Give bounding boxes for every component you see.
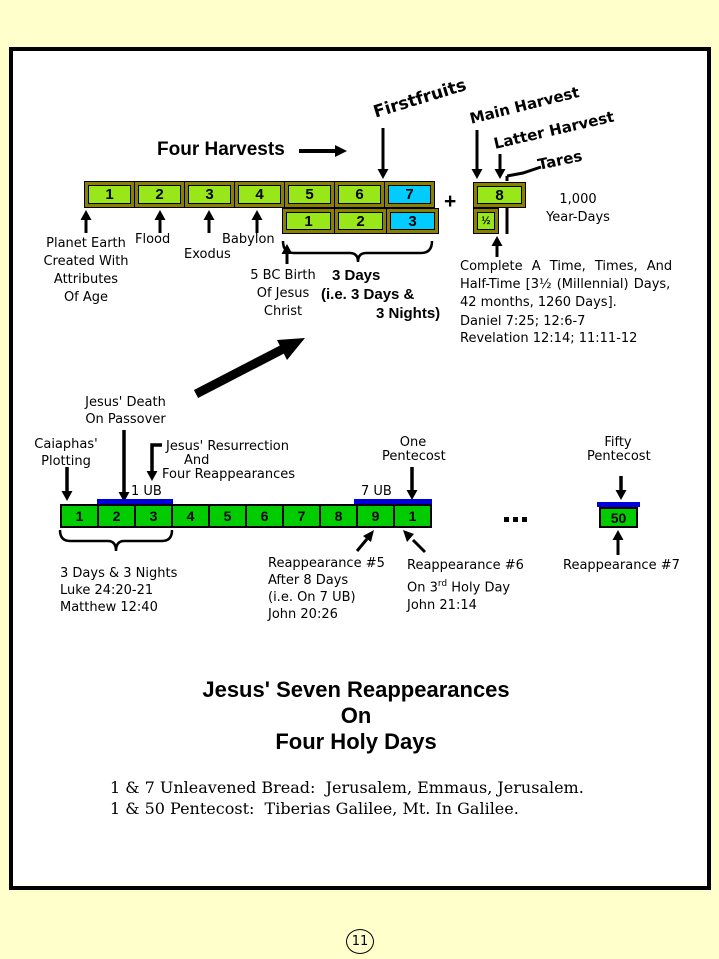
flood-label: Flood [135,232,171,247]
day-cell-fifty: 50 [599,507,638,528]
day-cell: 5 [208,504,247,528]
resurrection-label: Four Reappearances [162,467,296,482]
diagram-canvas [9,47,711,890]
harvest-cell: 4 [234,181,285,208]
ub7-label: 7 UB [361,484,392,499]
harvest-cell: 5 [284,181,335,208]
harvest-cell-8: 8 [473,182,526,208]
three-days-label: (i.e. 3 Days & [321,286,415,303]
day-cell: 1 [393,504,432,528]
day-cell: 2 [97,504,136,528]
day-cell: 8 [319,504,358,528]
day-cell: 3 [134,504,173,528]
three-days-label: 3 Days [332,267,381,284]
complete-time-text: Complete A Time, Times, And Half-Time [3… [460,259,673,310]
exodus-label: Exodus [184,247,231,262]
reappearance-5-note: Reappearance #5 After 8 Days (i.e. On 7 … [268,556,385,622]
three-days-label: 3 Nights) [376,305,441,322]
harvest-cell: 3 [184,181,235,208]
scripture-refs: Daniel 7:25; 12:6-7 Revelation 12:14; 11… [460,314,638,346]
planet-earth-label: Planet Earth Created With Attributes Of … [43,236,129,305]
resurrection-label: Jesus' Resurrection [166,439,290,454]
harvest-subcell: 1 [282,208,335,234]
birth-label: 5 BC Birth Of Jesus Christ [250,268,316,319]
day-cell: 9 [356,504,395,528]
holy-day-marker [354,499,432,504]
day-cell: 7 [282,504,321,528]
holy-day-marker [97,499,173,504]
one-pentecost-label: One Pentecost [382,435,446,464]
three-days-nights-note: 3 Days & 3 Nights Luke 24:20-21 Matthew … [60,566,178,615]
resurrection-label: And [184,453,210,468]
harvest-cell: 6 [334,181,385,208]
babylon-label: Babylon [222,232,275,247]
main-title: Jesus' Seven Reappearances On Four Holy … [202,677,510,754]
summary-line: 1 & 50 Pentecost: Tiberias Galilee, Mt. … [110,799,519,818]
ub1-label: 1 UB [131,484,162,499]
year-days-label: 1,000 Year-Days [546,192,610,225]
harvest-cell: 1 [84,181,135,208]
jesus-death-label: Jesus' Death On Passover [85,395,166,427]
fifty-pentecost-label: Fifty Pentecost [587,435,651,464]
harvest-subcell: 2 [334,208,387,234]
day-cell: 4 [171,504,210,528]
harvest-cell-firstfruits: 7 [384,181,435,208]
four-harvests-heading: Four Harvests [157,139,285,160]
reappearance-7-note: Reappearance #7 [563,558,680,573]
harvest-cell-half: ½ [473,208,499,234]
caiaphas-label: Caiaphas' Plotting [34,437,98,469]
holy-day-marker [597,502,640,507]
plus-sign: + [444,190,457,213]
reappearance-6-note: Reappearance #6 On 3rd Holy Day John 21:… [407,558,524,614]
summary-line: 1 & 7 Unleavened Bread: Jerusalem, Emmau… [110,778,584,797]
harvest-cell: 2 [134,181,185,208]
harvest-subcell-firstfruits: 3 [386,208,439,234]
day-cell: 6 [245,504,284,528]
day-cell: 1 [60,504,99,528]
page-number: 11 [346,929,374,954]
